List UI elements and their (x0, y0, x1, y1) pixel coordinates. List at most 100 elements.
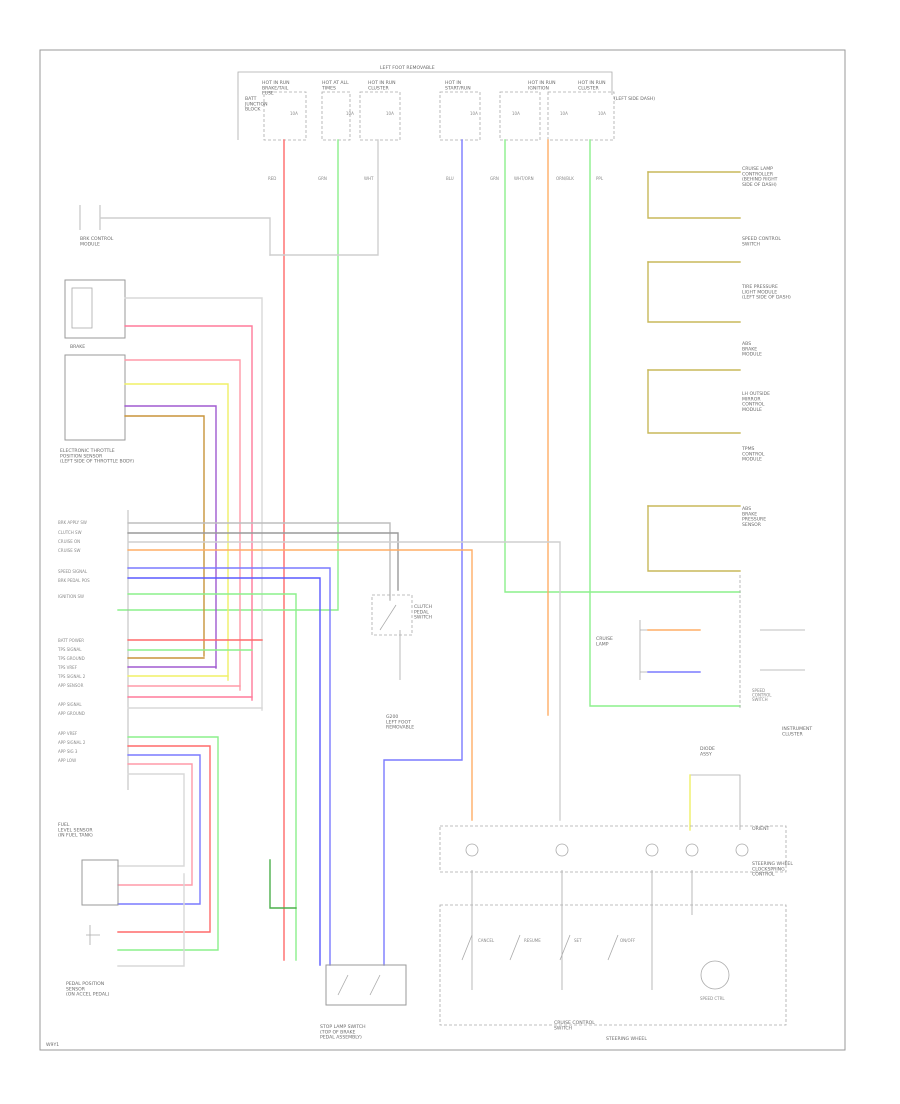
ecm-pin-10: TPS GROUND (57, 656, 85, 661)
wire-tps-2 (124, 325, 253, 701)
ecm-pin-2: CLUTCH SW (58, 530, 82, 535)
wire-ecm-18 (117, 754, 201, 905)
wire-group-tps (124, 297, 263, 711)
wire-ecm-16 (117, 736, 219, 951)
cruise-switch-contact-4 (685, 843, 699, 857)
fuse-rating-4: 10A (470, 111, 478, 116)
wire-stop-switch-grn (269, 859, 297, 909)
wire-grn-right (504, 139, 741, 593)
ecm-pin-9: TPS SIGNAL (57, 647, 82, 652)
fuse-rating-5: 10A (512, 111, 520, 116)
ecm-pin-16: APP VREF (58, 731, 78, 736)
ecm-pin-13: APP SENSOR (58, 683, 84, 688)
wire-pedal-sensor (117, 873, 185, 967)
wire-tps-1 (124, 297, 263, 711)
brake-switch-box (64, 279, 126, 339)
brake-label: BRAKE (70, 344, 85, 350)
steering-wheel-symbol (700, 960, 730, 990)
ecm-pin-15: APP GROUND (58, 711, 85, 716)
ecm-pin-6: BRK PEDAL POS (58, 578, 90, 583)
wire-color-4: BLU (446, 176, 454, 181)
wire-wht-main (269, 139, 379, 256)
stop-switch-contacts (337, 974, 381, 996)
steering-button-4: ON/OFF (620, 938, 636, 943)
steering-button-3: SET (574, 938, 582, 943)
fuse-rating-2: 10A (346, 111, 354, 116)
ecm-pin-18: APP SIG 3 (58, 749, 78, 754)
fuse-box-2 (321, 91, 351, 141)
clutch-switch-symbol (379, 604, 401, 680)
brk-module-outline (79, 205, 101, 230)
wire-ecm-6 (127, 577, 321, 966)
ecm-pin-19: APP LOW (58, 758, 76, 763)
pedal-sensor-symbol (86, 925, 100, 945)
ecm-pin-5: SPEED SIGNAL (58, 569, 88, 574)
ecm-pin-3: CRUISE ON (58, 539, 80, 544)
wire-color-1: RED (268, 176, 276, 181)
steering-wheel-label: STEERING WHEEL (606, 1036, 647, 1042)
ecm-pin-labels: BRK APPLY SW CLUTCH SW CRUISE ON CRUISE … (57, 520, 90, 763)
wire-tps-6 (124, 415, 205, 657)
wire-tps-4 (124, 383, 229, 681)
clutch-switch-box (371, 594, 413, 636)
right-switch-label-3: SPEED CTRL (700, 996, 725, 1001)
fuse-box-1 (263, 91, 307, 141)
wire-color-6: WHT/ORN (514, 176, 534, 181)
wire-ecm-19 (117, 763, 193, 886)
diode-frame (690, 774, 741, 830)
wire-right-2 (647, 261, 741, 323)
wire-ecm-20 (117, 773, 185, 867)
wire-grn-cluster (589, 139, 741, 707)
fuse-block-title: LEFT FOOT REMOVABLE (380, 65, 435, 71)
steering-switch-box (439, 904, 787, 1026)
wire-color-2: GRN (318, 176, 327, 181)
cruise-switch-box (439, 825, 787, 873)
wire-ecm-7 (127, 593, 297, 961)
cruise-switch-contact-5 (735, 843, 749, 857)
wire-group-ecm (117, 522, 561, 966)
stop-switch-box (325, 964, 407, 1006)
right-switch-label-2: ORIENT (752, 826, 770, 832)
wire-grn-main (117, 139, 339, 611)
cruise-switch-contact-2 (555, 843, 569, 857)
wire-color-8: PPL (596, 176, 604, 181)
fuse-box-6 (547, 91, 615, 141)
cruise-switch-contact-3 (645, 843, 659, 857)
diagram-frame (39, 49, 846, 1051)
ecm-pin-4: CRUISE SW (58, 548, 81, 553)
pedal-sensor-box (81, 859, 119, 906)
wire-ecm-1 (127, 522, 391, 601)
ecm-pin-17: APP SIGNAL 2 (58, 740, 86, 745)
fuse-box-3 (359, 91, 401, 141)
brake-switch-inner (71, 287, 93, 329)
ecm-pin-11: TPS VREF (57, 665, 78, 670)
wire-ecm-4 (127, 549, 473, 821)
wire-tps-3 (124, 359, 241, 691)
wire-right-3 (647, 369, 741, 434)
fuse-block-location: (LEFT SIDE DASH) (614, 96, 655, 102)
tps-box (64, 354, 126, 441)
wire-tps-5 (124, 405, 217, 669)
